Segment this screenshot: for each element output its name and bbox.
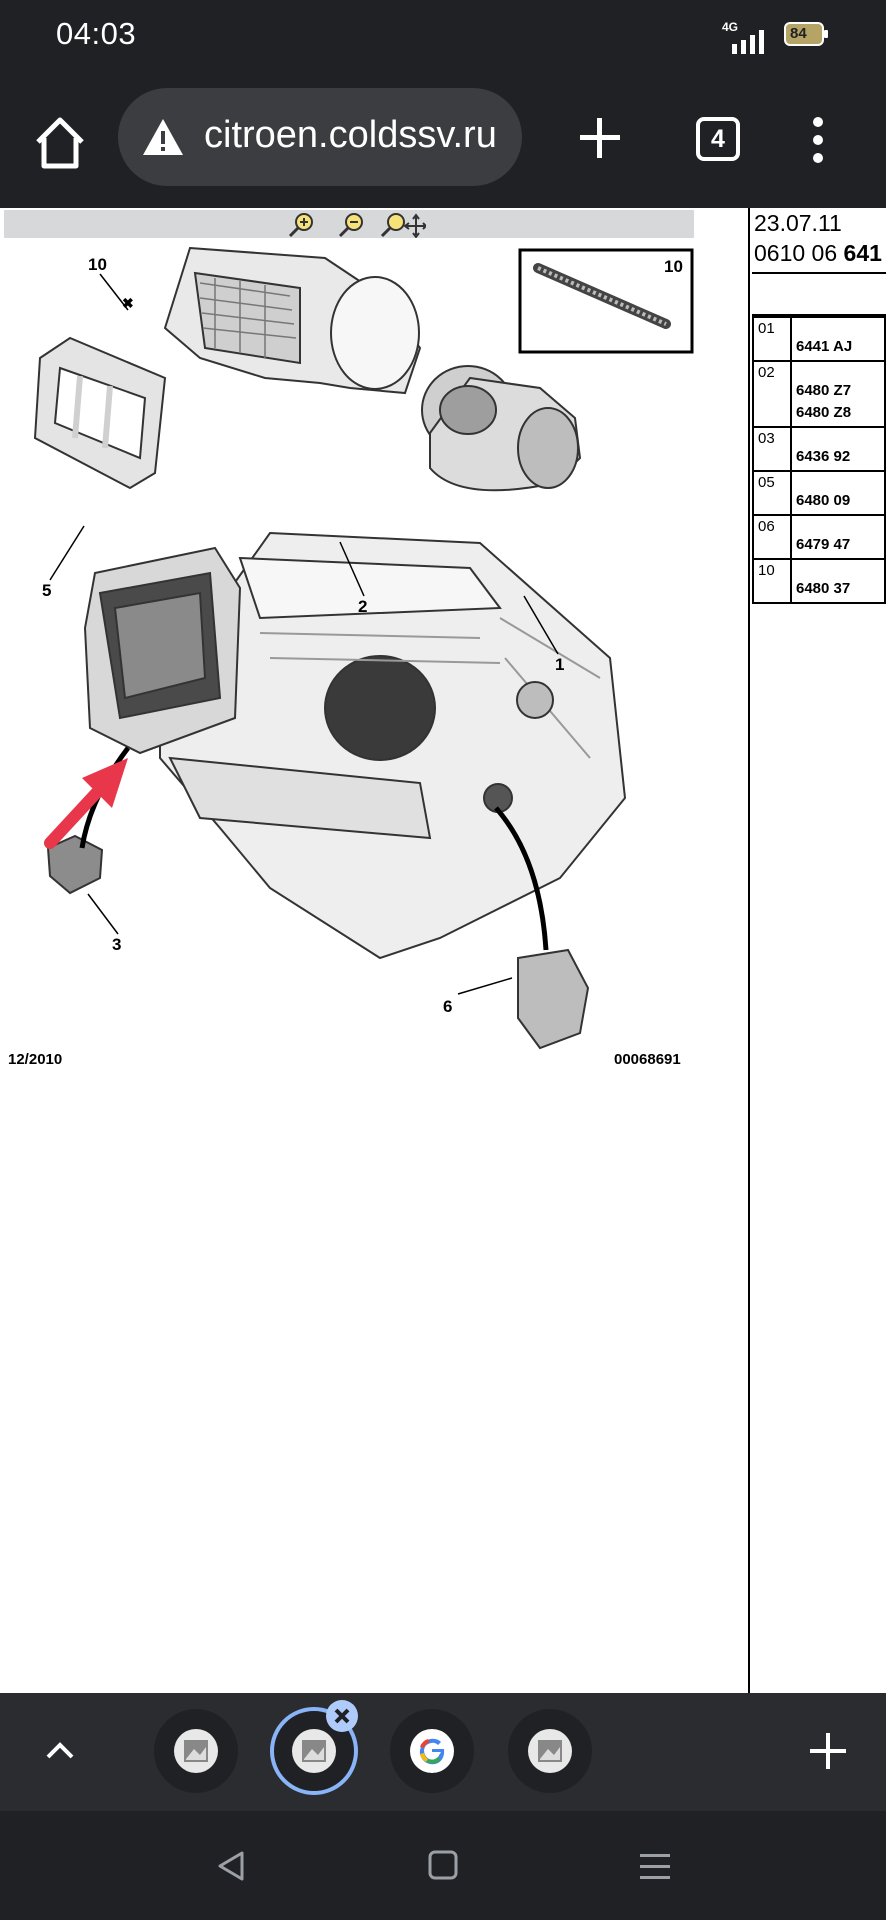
tab-thumbnail[interactable] <box>154 1709 238 1793</box>
panel-separator <box>752 314 886 316</box>
part-number[interactable]: 6441 AJ <box>790 316 886 362</box>
tab-thumbnail[interactable] <box>508 1709 592 1793</box>
zoom-in-icon[interactable] <box>288 212 316 238</box>
panel-code: 0610 06 641 <box>754 240 882 267</box>
google-icon <box>410 1729 454 1773</box>
more-vert-icon <box>813 117 823 163</box>
sensor-part <box>46 834 104 895</box>
zoom-out-icon[interactable] <box>338 212 366 238</box>
parts-diagram: 10 <box>8 246 694 1068</box>
battery-level: 84 <box>790 25 807 42</box>
battery-icon: 84 <box>784 22 828 46</box>
collapse-tab-strip-button[interactable] <box>40 1731 80 1771</box>
stud-bolt-part <box>533 263 671 329</box>
page-favicon-icon <box>528 1729 572 1773</box>
inset-label: 10 <box>664 257 683 276</box>
back-nav-icon[interactable] <box>214 1849 248 1883</box>
plus-icon <box>810 1733 846 1769</box>
part-number[interactable]: 6480 09 <box>790 470 886 516</box>
red-annotation-arrow <box>44 758 128 849</box>
browser-toolbar: citroen.coldssv.ru 4 <box>0 72 886 208</box>
filter-housing-part <box>163 246 422 395</box>
home-button[interactable] <box>30 112 90 172</box>
zoom-pan-icon[interactable] <box>380 212 426 238</box>
panel-date: 23.07.11 <box>754 210 842 236</box>
part-position: 06 <box>752 514 792 560</box>
diagram-date: 12/2010 <box>8 1051 62 1068</box>
tab-strip <box>0 1693 886 1811</box>
blower-motor-part <box>421 365 582 492</box>
table-row[interactable]: 10 6480 37 <box>752 558 886 604</box>
callout-6: 6 <box>443 997 452 1016</box>
address-bar[interactable]: citroen.coldssv.ru <box>118 88 522 186</box>
system-nav-bar <box>0 1811 886 1920</box>
callout-5: 5 <box>42 581 51 600</box>
plus-icon <box>580 118 620 158</box>
tab-thumbnail[interactable] <box>390 1709 474 1793</box>
part-position: 05 <box>752 470 792 516</box>
url-text[interactable]: citroen.coldssv.ru <box>204 114 497 156</box>
small-x-marker: ✖ <box>122 295 134 311</box>
overflow-menu-button[interactable] <box>806 116 830 164</box>
add-tab-button[interactable] <box>806 1729 850 1773</box>
part-position: 02 <box>752 360 792 428</box>
part-number[interactable]: 6436 92 <box>790 426 886 472</box>
callout-1: 1 <box>555 655 564 674</box>
panel-code-prefix: 0610 06 <box>754 240 838 266</box>
signal-area: 4G 84 <box>722 18 832 54</box>
panel-code-bold: 641 <box>843 240 882 266</box>
home-nav-icon[interactable] <box>427 1849 459 1881</box>
part-position: 03 <box>752 426 792 472</box>
web-content: 10 <box>0 208 886 1693</box>
active-tab-ring <box>270 1707 358 1795</box>
part-number[interactable]: 6479 47 <box>790 514 886 560</box>
table-row[interactable]: 03 6436 92 <box>752 426 886 472</box>
home-icon <box>36 117 84 169</box>
filter-frame-part <box>33 336 167 490</box>
diagram-code: 00068691 <box>614 1051 681 1068</box>
signal-icon <box>732 30 764 54</box>
warning-icon[interactable] <box>142 117 184 157</box>
table-row[interactable]: 01 6441 AJ <box>752 316 886 362</box>
part-position: 10 <box>752 558 792 604</box>
actuator-part <box>517 948 590 1050</box>
part-number[interactable]: 6480 37 <box>790 558 886 604</box>
network-type: 4G <box>722 20 739 34</box>
status-time: 04:03 <box>56 16 137 51</box>
close-tab-button[interactable] <box>326 1700 358 1732</box>
column-divider <box>748 208 750 1693</box>
callout-10: 10 <box>88 255 107 274</box>
close-icon <box>334 1708 350 1724</box>
leader-lines <box>49 273 559 995</box>
panel-separator <box>752 272 886 274</box>
table-row[interactable]: 06 6479 47 <box>752 514 886 560</box>
recents-nav-icon[interactable] <box>638 1849 672 1883</box>
hvac-unit <box>83 531 627 960</box>
status-bar: 04:03 4G 84 <box>0 0 886 72</box>
part-position: 01 <box>752 316 792 362</box>
chevron-up-icon <box>46 1742 74 1759</box>
tab-switcher-button[interactable]: 4 <box>696 117 740 161</box>
table-row[interactable]: 05 6480 09 <box>752 470 886 516</box>
new-tab-button[interactable] <box>572 110 628 166</box>
diagram-toolbar <box>4 210 694 238</box>
page-favicon-icon <box>174 1729 218 1773</box>
parts-panel: 23.07.11 0610 06 641 01 6441 AJ 02 6480 … <box>752 208 886 1693</box>
callout-3: 3 <box>112 935 121 954</box>
callout-2: 2 <box>358 597 367 616</box>
